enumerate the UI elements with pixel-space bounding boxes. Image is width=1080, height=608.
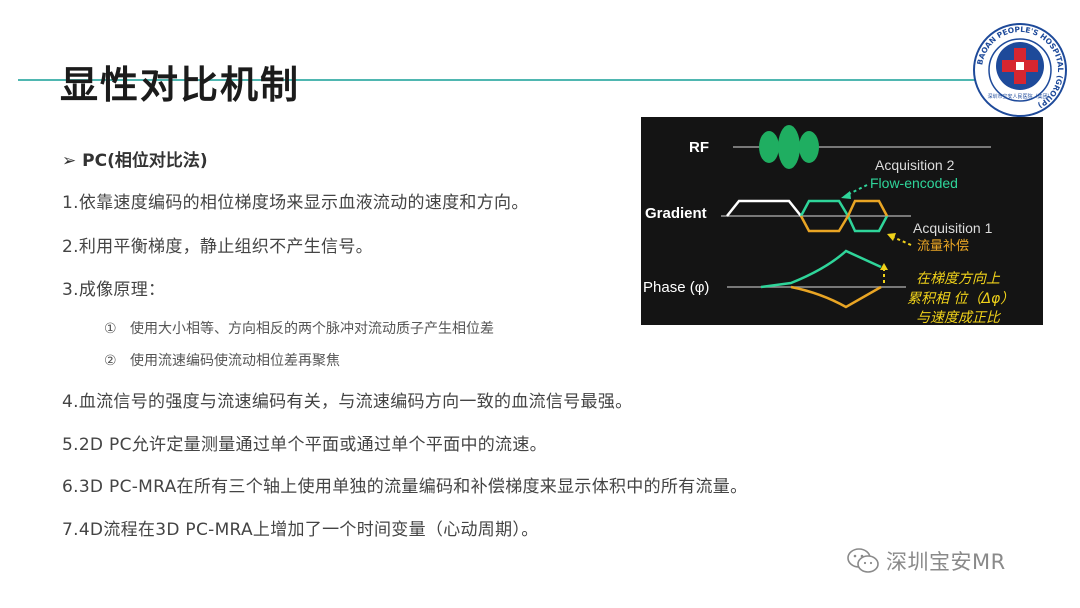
- flow-compensation-label: 流量补偿: [917, 239, 969, 254]
- rf-label: RF: [689, 139, 709, 156]
- acquisition-1-arrow-icon: [887, 233, 896, 241]
- delta-phase-arrow-icon: [880, 263, 888, 270]
- list-item-1: 1.依靠速度编码的相位梯度场来显示血液流动的速度和方向。: [62, 193, 529, 213]
- acquisition-2-pointer: [846, 184, 868, 196]
- rf-pulse-lobe-main: [778, 125, 800, 169]
- section-heading-text: PC(相位对比法): [82, 151, 208, 171]
- phase-curve-flow-encoded: [760, 249, 882, 289]
- gradient-label: Gradient: [645, 205, 707, 222]
- phase-curve-compensated: [790, 285, 882, 309]
- watermark-text: 深圳宝安MR: [886, 550, 1006, 574]
- acquisition-1-label: Acquisition 1: [913, 220, 993, 236]
- phase-contrast-diagram: RF Gradient Phase (φ) Acquisition 2 Flow…: [641, 117, 1043, 325]
- logo-inner-text: 深圳市宝安人民医院（集团）: [987, 93, 1052, 100]
- logo-cross-center: [1016, 62, 1024, 70]
- slide-title: 显性对比机制: [60, 63, 301, 107]
- list-item-4: 4.血流信号的强度与流速编码有关，与流速编码方向一致的血流信号最强。: [62, 392, 633, 412]
- sub-item-1: ① 使用大小相等、方向相反的两个脉冲对流动质子产生相位差: [104, 318, 494, 338]
- sub-item-number: ②: [104, 353, 117, 369]
- list-item-2: 2.利用平衡梯度，静止组织不产生信号。: [62, 237, 373, 257]
- sub-item-text: 使用大小相等、方向相反的两个脉冲对流动质子产生相位差: [130, 321, 494, 337]
- slice-select-gradient: [726, 199, 802, 217]
- section-heading: ➢ PC(相位对比法): [62, 146, 208, 171]
- rf-pulse-lobe-left: [759, 131, 779, 163]
- sub-item-2: ② 使用流速编码使流动相位差再聚焦: [104, 350, 340, 370]
- list-item-5: 5.2D PC允许定量测量通过单个平面或通过单个平面中的流速。: [62, 435, 547, 455]
- bullet-arrow-icon: ➢: [62, 151, 77, 171]
- sub-item-number: ①: [104, 321, 117, 337]
- wechat-icon: [847, 548, 879, 573]
- note-line-1: 在梯度方向上: [916, 271, 1001, 287]
- flow-compensated-gradient: [799, 199, 889, 233]
- diagram-background: [641, 117, 1043, 325]
- rf-pulse-lobe-right: [799, 131, 819, 163]
- note-line-3: 与速度成正比: [916, 310, 1002, 325]
- list-item-3: 3.成像原理：: [62, 280, 166, 300]
- sub-item-text: 使用流速编码使流动相位差再聚焦: [130, 353, 340, 369]
- list-item-6: 6.3D PC-MRA在所有三个轴上使用单独的流量编码和补偿梯度来显示体积中的所…: [62, 477, 748, 497]
- note-line-2: 累积相 位（Δφ）: [907, 291, 1014, 307]
- acquisition-2-label: Acquisition 2: [875, 157, 955, 173]
- hospital-logo: BAOAN PEOPLE'S HOSPITAL (GROUP) 深圳市宝安人民医…: [973, 23, 1067, 117]
- flow-encoded-label: Flow-encoded: [870, 175, 958, 191]
- acquisition-2-arrow-icon: [841, 191, 851, 199]
- phase-label: Phase (φ): [643, 279, 709, 296]
- list-item-7: 7.4D流程在3D PC-MRA上增加了一个时间变量（心动周期）。: [62, 520, 539, 540]
- title-rule: [18, 79, 978, 81]
- watermark: 深圳宝安MR: [846, 545, 1006, 577]
